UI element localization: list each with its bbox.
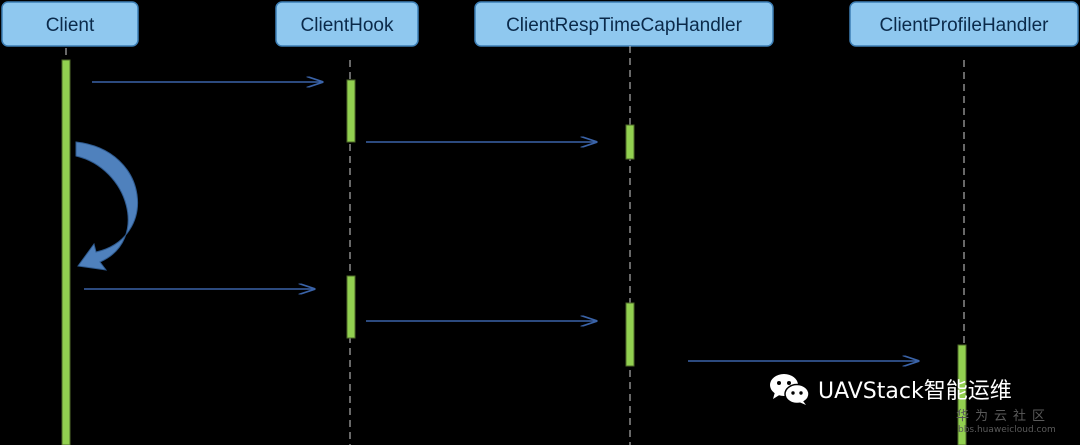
activation-profile	[957, 344, 967, 445]
activation-resptimecap-2	[625, 302, 635, 367]
activation-resptimecap-1	[625, 124, 635, 160]
participant-profile: ClientProfileHandler	[849, 1, 1079, 47]
watermark-text: UAVStack智能运维	[818, 379, 1012, 404]
participant-clienthook-label: ClientHook	[301, 15, 394, 36]
participant-resptimecap: ClientRespTimeCapHandler	[474, 1, 774, 47]
participant-client-label: Client	[46, 15, 95, 36]
activation-client	[61, 59, 71, 445]
participant-clienthook: ClientHook	[275, 1, 419, 47]
participant-client: Client	[1, 1, 139, 47]
activation-clienthook-1	[346, 79, 356, 143]
self-call-arrow	[75, 141, 139, 271]
activation-clienthook-2	[346, 275, 356, 339]
watermark-url: bbs.huaweicloud.com	[958, 425, 1056, 435]
participant-resptimecap-label: ClientRespTimeCapHandler	[506, 15, 743, 36]
participant-profile-label: ClientProfileHandler	[880, 15, 1050, 36]
watermark-site: 华为云社区	[956, 409, 1052, 424]
watermark: UAVStack智能运维	[768, 372, 1012, 406]
wechat-icon	[770, 374, 810, 405]
